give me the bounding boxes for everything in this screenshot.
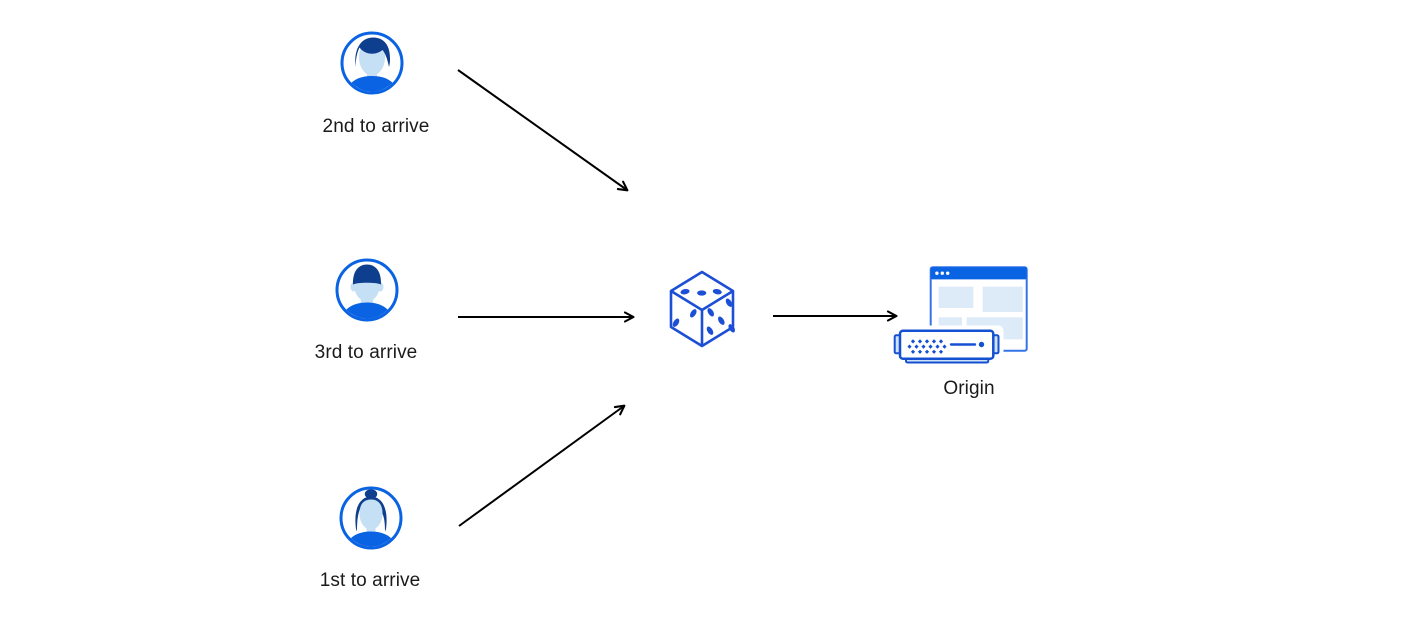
client-label-2nd: 2nd to arrive (322, 116, 430, 137)
client-node-3rd (334, 257, 400, 323)
client-node-2nd (339, 30, 405, 96)
man-short-hair-avatar-icon (335, 258, 399, 322)
client-label-1st: 1st to arrive (319, 570, 421, 591)
man-quiff-avatar-icon (340, 31, 404, 95)
origin-node (890, 262, 1032, 366)
router-node (666, 262, 740, 350)
client-node-1st (338, 485, 404, 551)
origin-server-icon (891, 266, 1028, 366)
arrow-client-1st-to-dice (458, 404, 626, 527)
arrow-client-2nd-to-dice (457, 69, 629, 192)
dice-icon (669, 270, 735, 348)
origin-label: Origin (943, 378, 995, 399)
client-label-3rd: 3rd to arrive (314, 342, 418, 363)
woman-bun-avatar-icon (339, 486, 403, 550)
